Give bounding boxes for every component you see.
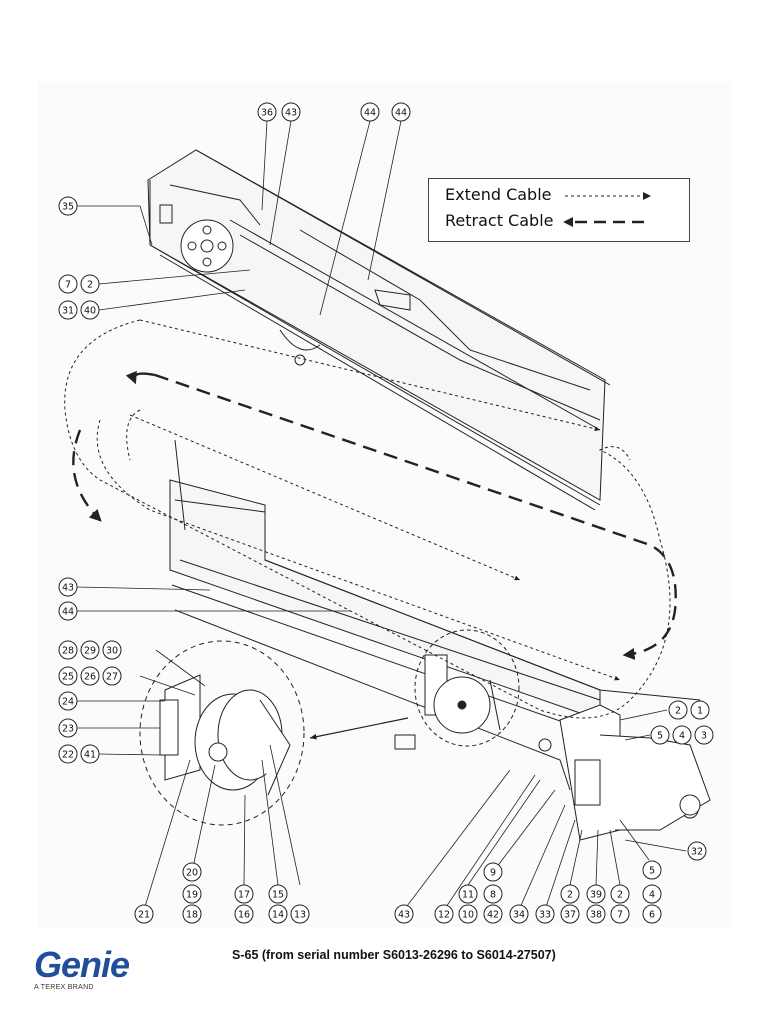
callout-28: 28 [62,646,74,657]
callout-14: 14 [272,910,284,921]
callout-29: 29 [84,646,96,657]
legend-extend-row: Extend Cable [445,185,653,204]
legend-extend-label: Extend Cable [445,185,552,204]
sheave-detail-enlarged [159,674,291,796]
callout-19: 19 [186,890,198,901]
pivot-bracket [559,704,711,841]
callout-41: 41 [84,750,96,761]
callout-13: 13 [294,910,306,921]
callout-10: 10 [462,910,474,921]
callout-12: 12 [438,910,450,921]
callout-44-left: 44 [62,607,74,618]
callout-4-lower: 4 [649,890,655,901]
callout-35: 35 [62,202,74,213]
callout-44-top-a: 44 [364,108,376,119]
footer-caption: S-65 (from serial number S6013-26296 to … [232,948,556,962]
detail-arrow [309,717,409,740]
callout-39: 39 [590,890,602,901]
exploded-parts-diagram: 36 43 44 44 35 7 2 31 40 43 44 28 29 30 … [58,102,714,924]
upper-boom [147,149,611,511]
callout-40: 40 [84,306,96,317]
callout-9: 9 [490,868,496,879]
callout-7: 7 [65,280,71,291]
callout-2-lower-a: 2 [567,890,573,901]
callout-1: 1 [697,706,703,717]
genie-logo: Genie A TEREX BRAND [34,944,130,992]
callout-38: 38 [590,910,602,921]
callout-43-bottom: 43 [398,910,410,921]
callout-5-right: 5 [657,731,663,742]
extend-cable-swatch [564,191,651,200]
detail-circle-small [414,629,520,747]
callout-25: 25 [62,672,74,683]
callout-43-left: 43 [62,583,74,594]
callout-leaders [76,120,687,911]
legend-retract-row: Retract Cable [445,211,651,230]
callout-44-top-b: 44 [395,108,407,119]
callout-27: 27 [106,672,118,683]
callout-34: 34 [513,910,525,921]
callout-2-right: 2 [675,706,681,717]
callout-36: 36 [261,108,273,119]
retract-cable-swatch [562,216,649,227]
callout-5-lower: 5 [649,866,655,877]
callout-42: 42 [487,910,499,921]
callout-4-right: 4 [679,731,685,742]
callout-6: 6 [649,910,655,921]
logo-wordmark: Genie [34,944,130,985]
callout-2-upper: 2 [87,280,93,291]
callout-3: 3 [701,731,707,742]
callout-15: 15 [272,890,284,901]
callout-43-top: 43 [285,108,297,119]
callout-32: 32 [691,847,703,858]
callout-33: 33 [539,910,551,921]
callout-16: 16 [238,910,250,921]
callout-26: 26 [84,672,96,683]
callout-18: 18 [186,910,198,921]
detail-circle-large [139,640,305,826]
callout-7-lower: 7 [617,910,623,921]
legend-retract-label: Retract Cable [445,211,554,230]
callout-20: 20 [186,868,198,879]
callout-30: 30 [106,646,118,657]
logo-tagline: A TEREX BRAND [34,984,94,991]
callout-17: 17 [238,890,250,901]
callout-22: 22 [62,750,74,761]
callout-37: 37 [564,910,576,921]
callout-23: 23 [62,724,74,735]
callout-11: 11 [462,890,474,901]
callout-bubbles [58,102,714,924]
retract-cable-path [154,373,677,660]
cable-legend: Extend Cable Retract Cable [428,178,690,242]
callout-31: 31 [62,306,74,317]
callout-21: 21 [138,910,150,921]
callout-2-lower-b: 2 [617,890,623,901]
callout-8: 8 [490,890,496,901]
callout-24: 24 [62,697,74,708]
boom-sheave-assembly [424,654,501,734]
